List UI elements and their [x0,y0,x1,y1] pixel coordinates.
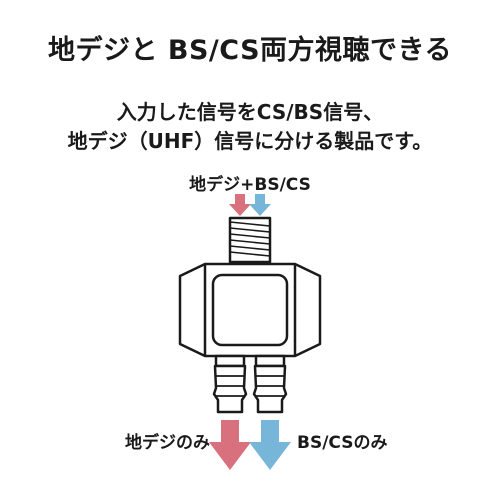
output-arrow-bscs [249,420,291,470]
input-signal-label: 地デジ+BS/CS [189,175,311,195]
splitter-device [178,216,322,414]
input-arrow-bscs [249,194,271,216]
output-uhf-label: 地デジのみ [125,433,210,453]
output-stub-right [254,354,286,368]
connector-thread [229,221,271,257]
splitter-face [211,273,289,347]
description-line-1: 入力した信号をCS/BS信号、 [116,100,384,124]
output-arrow-uhf [209,420,251,470]
headline: 地デジと BS/CS両方視聴できる [47,35,452,66]
output-cable-left [212,364,248,414]
output-stub-left [214,354,246,368]
description-line-2: 地デジ（UHF）信号に分ける製品です。 [67,129,433,153]
output-cable-right [252,364,288,414]
input-arrow-uhf [229,194,251,216]
output-bscs-label: BS/CSのみ [297,433,388,453]
